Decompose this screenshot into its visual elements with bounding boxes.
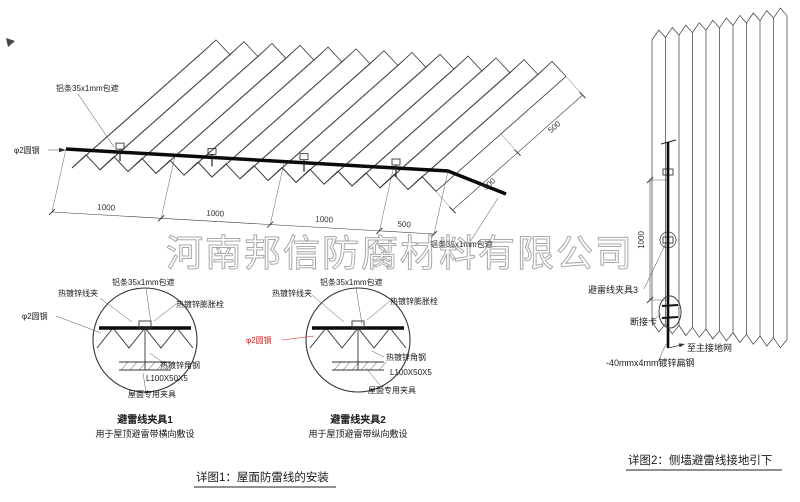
wall-label-disconnect: 断接卡 [630, 316, 657, 327]
d2-label-angle-spec: L100X50X5 [390, 368, 432, 377]
label-round-steel-roof: φ2圆钢 [14, 145, 40, 155]
disconnect-plate-bottom [661, 316, 679, 319]
ground-arrow-head [678, 343, 685, 348]
caption-detail1: 详图1：屋面防雷线的安装 [196, 470, 329, 484]
d1-label-aluminum-strip: 铝条35x1mm包遮 [112, 277, 175, 287]
round-steel-arrow [59, 147, 66, 153]
roof-wire-clamps [115, 142, 401, 178]
caption-detail2: 详图2：侧墙避雷线接地引下 [628, 453, 772, 467]
d2-label-angle-steel: 热镀锌角钢 [386, 352, 426, 362]
wall-dim-1000: 1000 [637, 231, 646, 249]
dim-bottom-1: 1000 [97, 202, 116, 212]
disconnect-plate-top [661, 304, 679, 307]
wall-label-clamp3: 避雷线夹具3 [588, 284, 638, 295]
d1-subtitle: 用于屋顶避雷带横向敷设 [95, 428, 194, 439]
d1-title: 避雷线夹具1 [116, 413, 173, 426]
d1-label-galv-clamp: 热镀锌线夹 [58, 288, 98, 298]
ground-arrow-line [667, 344, 682, 349]
dim-bottom-3: 1000 [315, 214, 334, 224]
label-aluminum-strip-top: 铝条35x1mm包遮 [56, 83, 119, 93]
d2-title: 避雷线夹具2 [329, 413, 386, 426]
detail-circle-2 [305, 287, 411, 393]
dim-bottom-4: 500 [397, 220, 411, 230]
roof-dimension-lines [48, 76, 586, 238]
d2-label-roof-clamp: 屋面专用夹具 [368, 385, 416, 395]
wall-label-to-ground: 至主接地网 [687, 342, 732, 353]
d2-label-galv-clamp: 热镀锌线夹 [272, 288, 312, 298]
detail1-leader-lines [55, 287, 177, 393]
d1-label-angle-steel: 热镀锌角钢 [160, 360, 200, 370]
d2-subtitle: 用于屋顶避雷带纵向敷设 [308, 428, 407, 439]
d2-label-aluminum-strip: 铝条35x1mm包遮 [320, 277, 383, 287]
d1-label-expansion-bolt: 热镀锌膨胀栓 [176, 299, 224, 309]
d2-label-round-steel: φ2圆钢 [246, 335, 272, 345]
d1-label-roof-clamp: 屋面专用夹具 [128, 389, 176, 399]
wall-label-flat-steel: -40mmx4mm镀锌扁钢 [606, 357, 695, 368]
d2-leader-round-steel-red [281, 335, 315, 341]
d1-label-round-steel: φ2圆钢 [22, 311, 48, 321]
watermark-text: 河南邦信防腐材料有限公司 [166, 233, 634, 274]
label-aluminum-strip-right: 铝条35x1mm包遮 [430, 239, 493, 249]
dim-right-2: 500 [546, 119, 562, 135]
corner-arrow-mark [6, 38, 15, 47]
roof-isometric-view [71, 39, 567, 192]
d2-label-expansion-bolt: 热镀锌膨胀栓 [390, 296, 438, 306]
wall-leader-lines [643, 244, 667, 363]
detail2-leader-lines [311, 287, 391, 391]
d1-label-angle-spec: L100X50X5 [146, 374, 188, 383]
disconnect-card-ellipse [658, 295, 682, 329]
dim-bottom-2: 1000 [206, 208, 225, 218]
detail-circle-1 [92, 287, 198, 393]
